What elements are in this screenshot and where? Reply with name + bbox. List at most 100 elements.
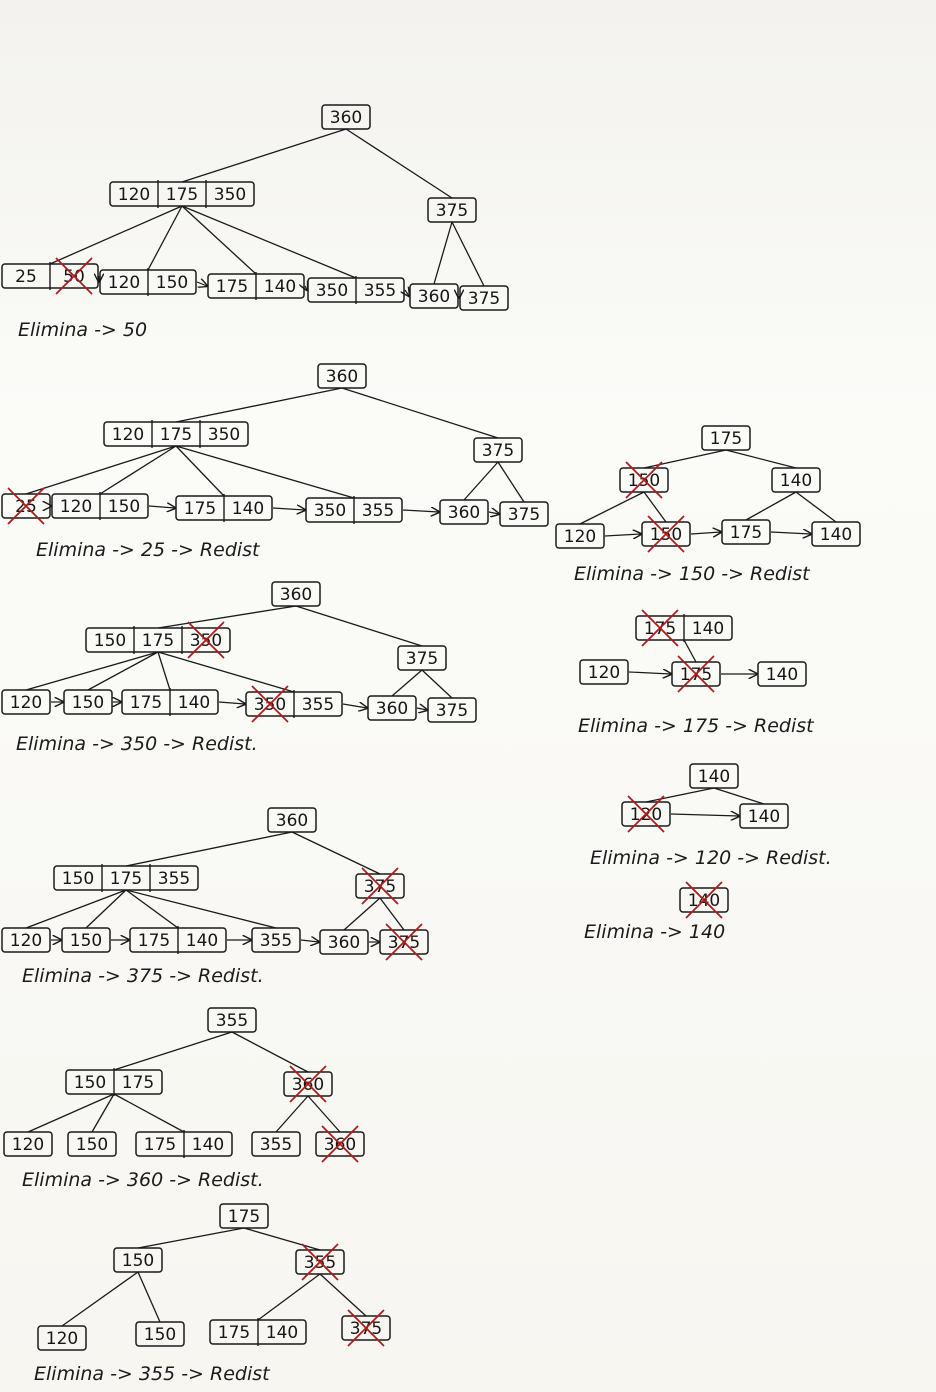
node-key: 120 [10,931,42,951]
node-box [67,1131,117,1157]
node-key: 120 [46,1329,78,1349]
tree-edge [85,889,127,929]
leaf-link-arrow [670,814,739,816]
node-box [379,929,429,955]
node-key: 120 [12,1135,44,1155]
node-box [341,1315,391,1341]
tree-edge [725,449,797,469]
tree-edge [157,651,171,691]
tree-node: 360 [267,807,317,833]
node-box [689,763,739,789]
node-box [679,887,729,913]
node-box [621,801,671,827]
node-box [321,104,371,130]
node-key: 120 [10,693,42,713]
node-box [721,519,771,545]
tree-edge [125,831,293,867]
node-box [37,1325,87,1351]
node-box [771,467,821,493]
node-key: 355 [302,695,334,715]
tree-step: 3601201753503752550120150175140350355360… [1,104,509,341]
node-box [499,501,549,527]
node-key: 175 [730,523,762,543]
node-box [319,929,369,955]
node-key: 120 [118,185,150,205]
tree-node: 355 [251,1131,301,1157]
node-box [207,1007,257,1033]
node-box [317,363,367,389]
tree-edge [421,669,453,699]
node-box [641,521,691,547]
tree-node: 150 [63,689,113,715]
leaf-link-arrow [405,290,409,296]
tree-edge [61,1271,139,1327]
node-key: 175 [216,277,248,297]
node-key: 140 [766,665,798,685]
node-box [757,661,807,687]
step-caption: Elimina -> 175 -> Redist [578,715,815,737]
tree-edge [319,1273,367,1317]
node-key: 120 [60,497,92,517]
node-box [427,697,477,723]
tree-edge [125,889,179,929]
node-key: 140 [264,277,296,297]
node-box [367,695,417,721]
node-box [315,1131,365,1157]
node-box [397,645,447,671]
step-caption: Elimina -> 120 -> Redist. [590,847,832,869]
node-box [473,437,523,463]
node-key: 120 [588,663,620,683]
tree-step: 360150175355375120150175140355360375Elim… [1,807,429,987]
node-box [53,865,199,891]
leaf-link-arrow [300,940,319,942]
tree-edge [645,787,715,803]
deleted-mark [7,487,45,525]
tree-node: 120 [37,1325,87,1351]
tree-node: 375 [427,697,477,723]
tree-node: 375 [355,867,405,905]
node-key: 175 [218,1323,250,1343]
node-key: 140 [178,693,210,713]
tree-node: 355 [251,927,301,953]
tree-node: 375 [427,197,477,223]
tree-node: 150 [61,927,111,953]
node-key: 360 [418,287,450,307]
tree-edge [27,1093,115,1133]
tree-node: 175 [671,655,721,693]
tree-node: 375 [397,645,447,671]
node-key: 355 [364,281,396,301]
deleted-mark [321,1125,359,1163]
node-box [355,873,405,899]
tree-node: 375 [379,923,429,961]
node-key: 360 [448,503,480,523]
tree-step: 3601201753503752512015017514035035536037… [1,363,549,561]
tree-edge [497,461,525,503]
node-key: 150 [70,931,102,951]
node-box [267,807,317,833]
deleted-mark [685,881,723,919]
deleted-mark [625,461,663,499]
tree-edge [683,639,697,663]
leaf-link-arrow [488,512,499,514]
leaf-link-arrow [402,510,439,512]
tree-node: 120 [621,795,671,833]
node-box [251,1131,301,1157]
tree-edge [137,1227,245,1249]
tree-node: 360 [315,1125,365,1163]
tree-node: 150 [113,1247,163,1273]
leaf-link-arrow [196,282,207,286]
tree-edge [341,387,499,439]
tree-edge [181,205,257,275]
tree-node: 140 [689,763,739,789]
tree-node: 140 [757,661,807,687]
node-key: 150 [76,1135,108,1155]
node-key: 375 [406,649,438,669]
tree-edge [433,221,453,285]
node-box [3,1131,53,1157]
tree-edge [113,1031,233,1071]
tree-edge [181,205,357,279]
tree-edge [99,445,177,495]
